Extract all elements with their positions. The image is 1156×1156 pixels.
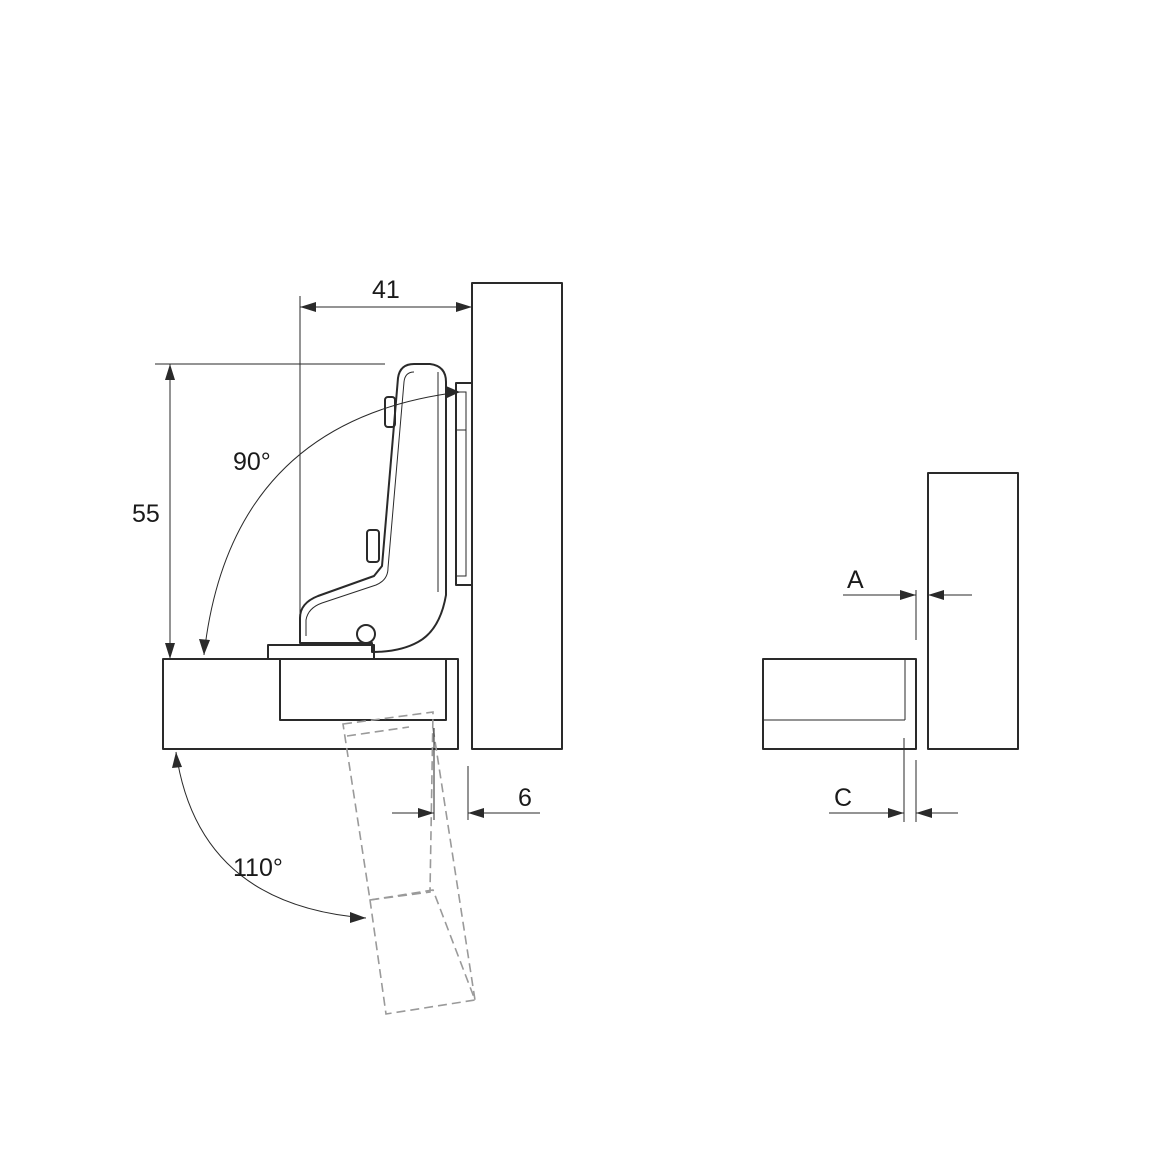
detail-cabinet-side — [927, 472, 1019, 750]
dimension-a-label: A — [847, 566, 864, 594]
hinge-cup-recess — [279, 659, 447, 721]
hinge-mounting-plate — [455, 382, 472, 586]
angle-110: 110° — [172, 751, 367, 923]
angle-90-label: 90° — [233, 448, 271, 476]
cabinet-side-panel — [471, 282, 563, 750]
door-panel — [162, 658, 459, 750]
dimension-6-label: 6 — [518, 784, 532, 812]
angle-110-label: 110° — [233, 854, 283, 882]
dimension-41-label: 41 — [372, 276, 400, 304]
angle-90: 90° — [199, 386, 461, 656]
dimension-c-label: C — [834, 784, 852, 812]
detail-door-panel — [762, 658, 917, 750]
dimension-6: 6 — [392, 728, 540, 820]
dimension-55-label: 55 — [132, 500, 160, 528]
dimension-a: A — [843, 566, 972, 640]
hinge-cup-flange — [267, 644, 375, 660]
open-door-ghost — [342, 711, 477, 1015]
left-view: 41 55 90° 110° — [132, 276, 563, 1015]
hinge-arm — [299, 363, 447, 653]
dimension-55: 55 — [132, 363, 385, 659]
dimension-41: 41 — [299, 276, 472, 622]
right-view: A C — [762, 472, 1019, 822]
dimension-c: C — [829, 738, 958, 822]
